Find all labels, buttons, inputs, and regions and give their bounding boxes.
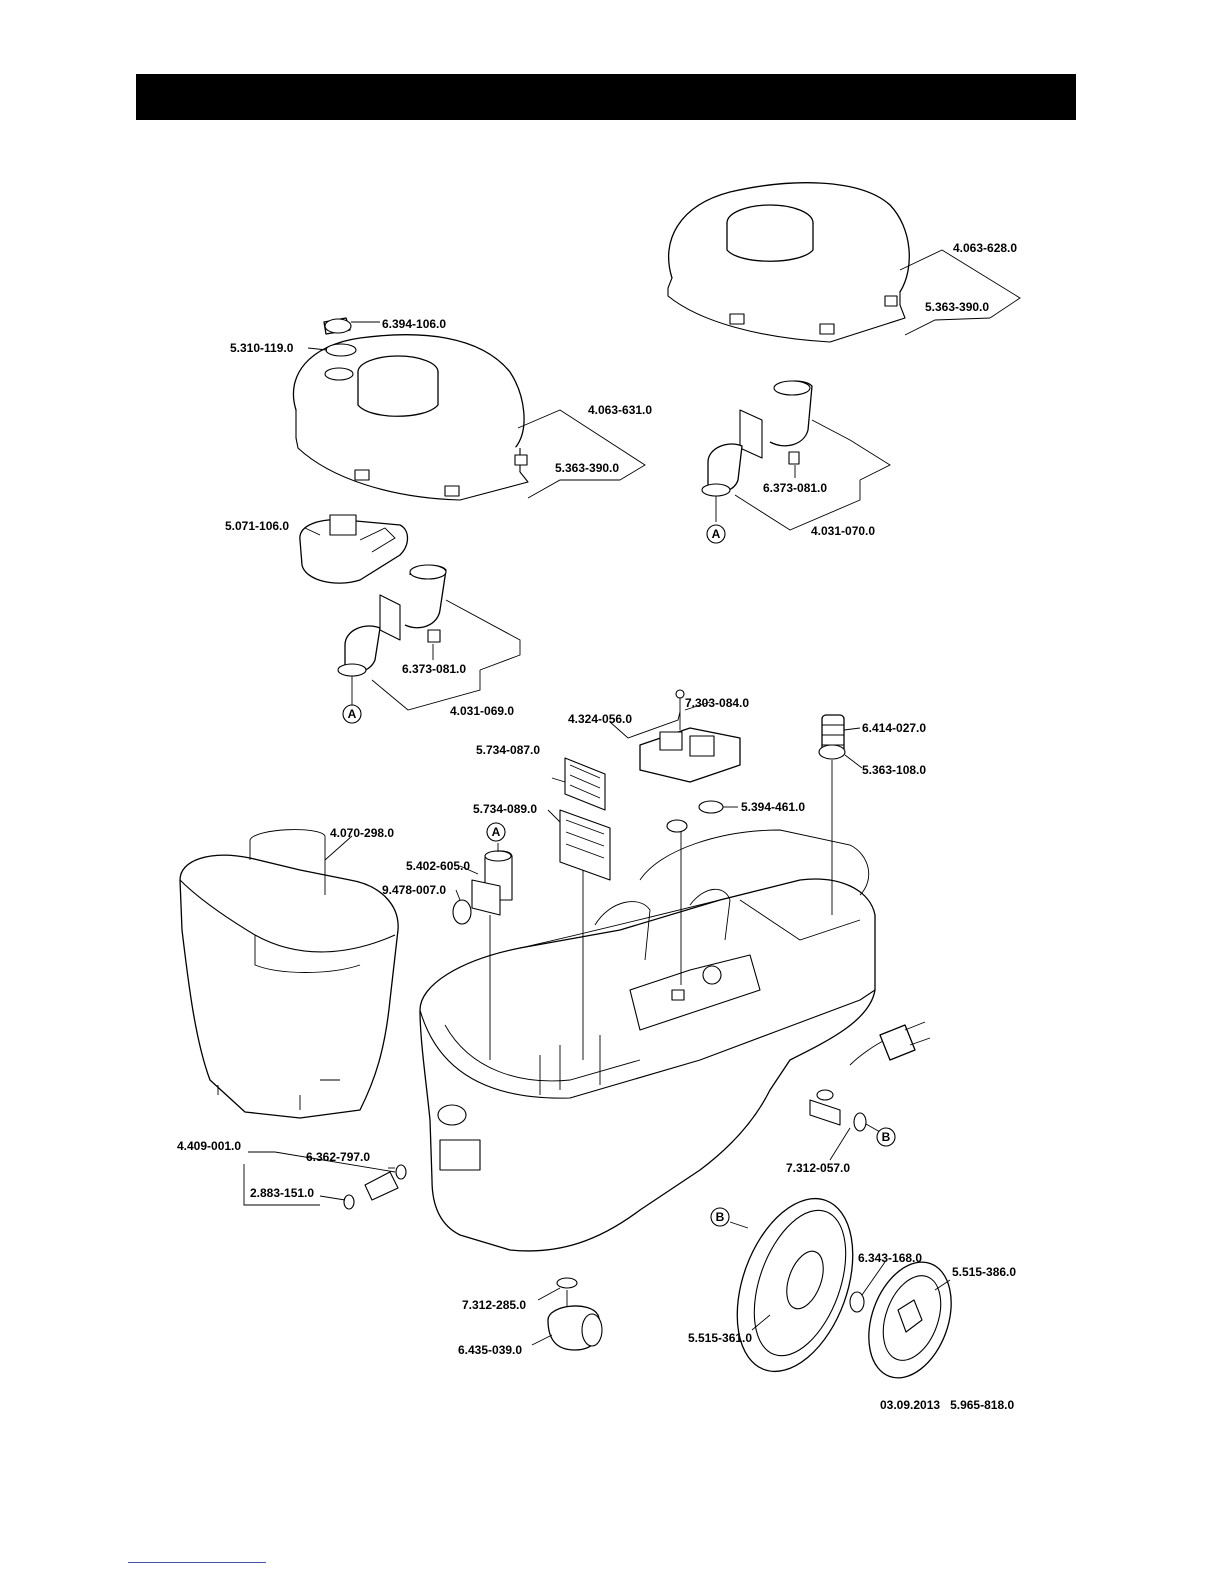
detergent-bottle: [299, 514, 409, 584]
bottom-rule: [128, 1562, 266, 1563]
part-label-6-362-797-0: 6.362-797.0: [306, 1150, 370, 1164]
part-label-4-031-069-0: 4.031-069.0: [450, 704, 514, 718]
part-label-9-478-007-0: 9.478-007.0: [382, 883, 446, 897]
main-tank: [419, 829, 931, 1252]
wheel-assembly: [736, 1197, 952, 1379]
part-label-6-414-027-0: 6.414-027.0: [862, 721, 926, 735]
part-label-5-402-605-0: 5.402-605.0: [406, 859, 470, 873]
marker-a-left: A: [342, 704, 362, 724]
part-label-4-409-001-0: 4.409-001.0: [177, 1139, 241, 1153]
part-label-7-303-084-0: 7.303-084.0: [685, 696, 749, 710]
leader-lines: [243, 249, 1021, 1346]
part-label-6-373-081-0-right: 6.373-081.0: [763, 481, 827, 495]
part-label-2-883-151-0: 2.883-151.0: [250, 1186, 314, 1200]
part-label-6-373-081-0-left: 6.373-081.0: [402, 662, 466, 676]
part-label-7-312-285-0: 7.312-285.0: [462, 1298, 526, 1312]
part-label-5-363-390-0-left: 5.363-390.0: [555, 461, 619, 475]
part-label-5-394-461-0: 5.394-461.0: [741, 800, 805, 814]
part-labels: 4.063-628.0 5.363-390.0 6.394-106.0 5.31…: [177, 241, 1017, 1357]
marker-b-wheel: B: [710, 1207, 730, 1227]
marker-b-axle: B: [876, 1127, 896, 1147]
marker-a-right: A: [706, 524, 726, 544]
part-label-4-063-631-0: 4.063-631.0: [588, 403, 652, 417]
part-label-4-070-298-0: 4.070-298.0: [330, 826, 394, 840]
part-label-5-734-087-0: 5.734-087.0: [476, 743, 540, 757]
part-label-4-031-070-0: 4.031-070.0: [811, 524, 875, 538]
marker-a-center: A: [486, 822, 506, 842]
cover-top-left: [292, 317, 529, 501]
part-label-6-343-168-0: 6.343-168.0: [858, 1251, 922, 1265]
part-label-5-515-386-0: 5.515-386.0: [952, 1265, 1016, 1279]
part-label-5-363-108-0: 5.363-108.0: [862, 763, 926, 777]
part-label-5-734-089-0: 5.734-089.0: [473, 802, 537, 816]
part-label-4-324-056-0: 4.324-056.0: [568, 712, 632, 726]
svg-text:B: B: [716, 1210, 725, 1224]
cover-top-right: [667, 182, 910, 343]
svg-text:A: A: [348, 707, 357, 721]
header-bar: [136, 74, 1076, 120]
filters-and-fittings: [343, 689, 867, 1351]
part-label-5-363-390-0-right: 5.363-390.0: [925, 300, 989, 314]
part-label-5-071-106-0: 5.071-106.0: [225, 519, 289, 533]
footer-info: 03.09.2013 5.965-818.0: [880, 1398, 1014, 1412]
reference-markers: A A A B B: [342, 524, 896, 1227]
svg-text:A: A: [712, 527, 721, 541]
elbow-assembly-right: [701, 380, 813, 497]
part-label-7-312-057-0: 7.312-057.0: [786, 1161, 850, 1175]
dirty-water-basket: [179, 829, 399, 1119]
footer-date: 03.09.2013: [880, 1398, 941, 1412]
part-label-6-435-039-0: 6.435-039.0: [458, 1343, 522, 1357]
part-label-4-063-628-0: 4.063-628.0: [953, 241, 1017, 255]
part-label-5-515-361-0: 5.515-361.0: [688, 1331, 752, 1345]
part-label-6-394-106-0: 6.394-106.0: [382, 317, 446, 331]
svg-text:A: A: [492, 825, 501, 839]
part-label-5-310-119-0: 5.310-119.0: [230, 341, 294, 355]
svg-text:B: B: [882, 1130, 891, 1144]
footer-doc-number: 5.965-818.0: [950, 1398, 1015, 1412]
